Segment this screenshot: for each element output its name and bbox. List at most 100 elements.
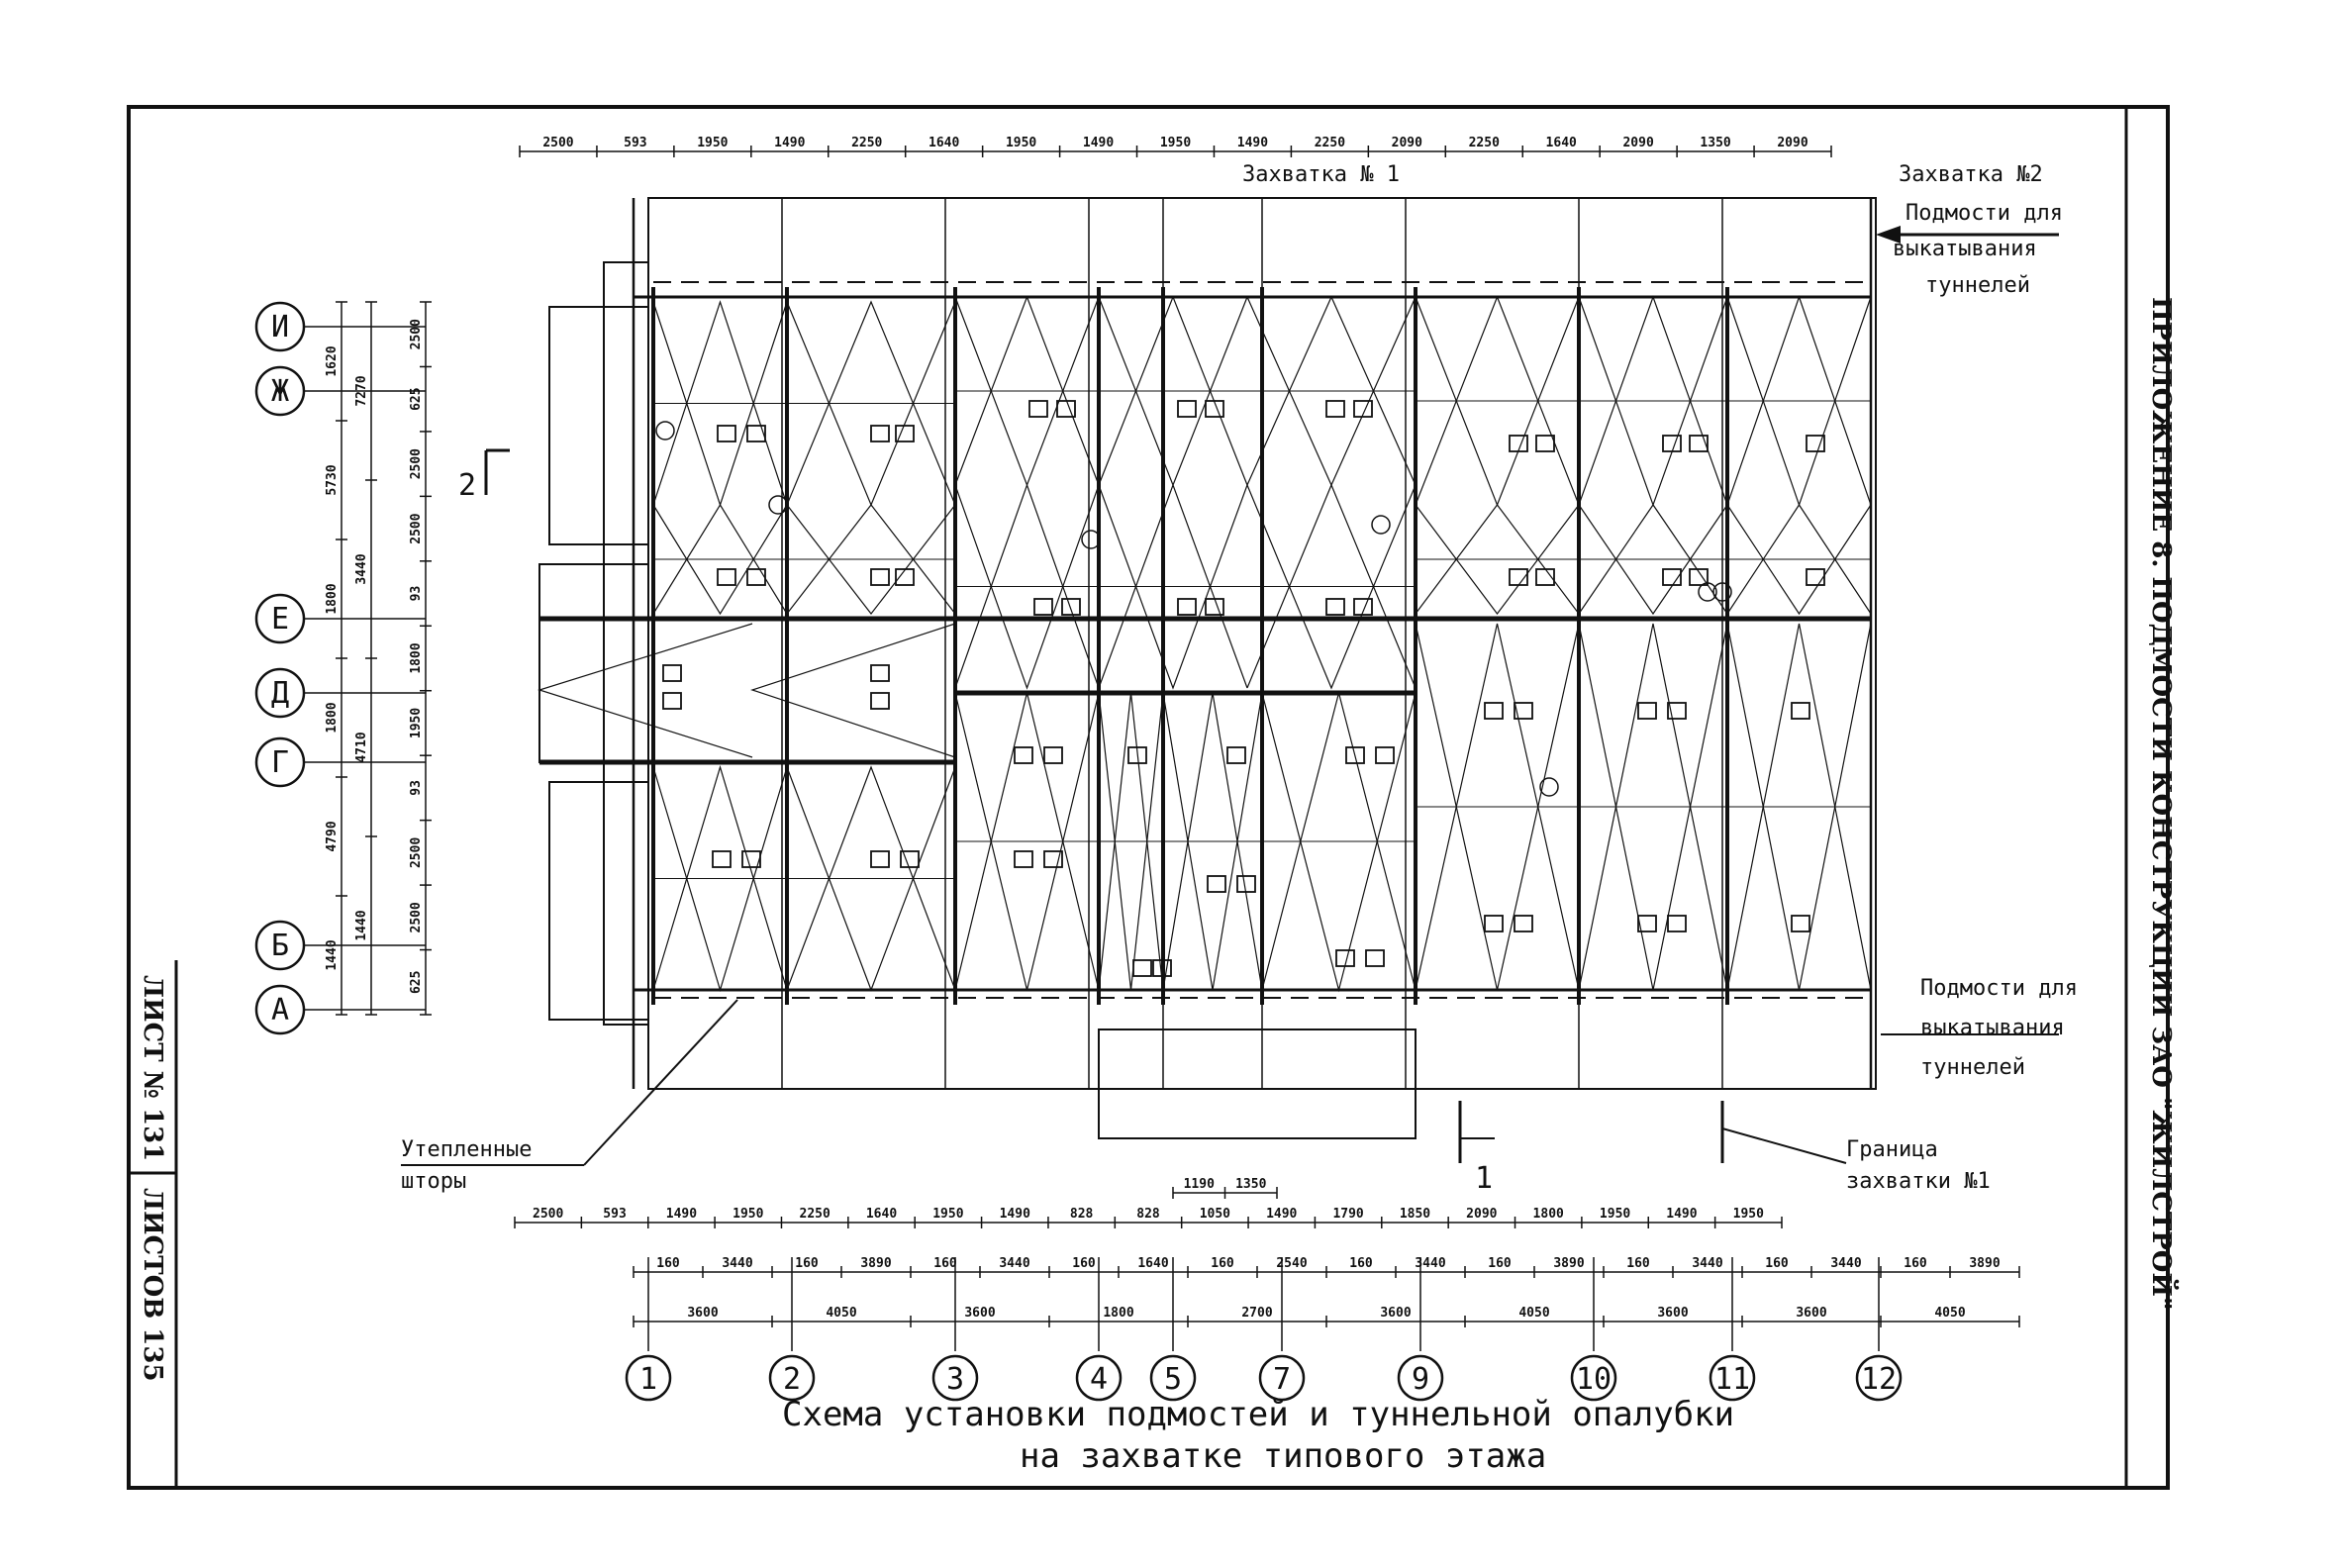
formwork-marker-box: [1484, 702, 1504, 720]
bottom-dim-2-value: 160: [656, 1256, 680, 1271]
row-axis-label: И: [271, 310, 289, 344]
formwork-marker-box: [1365, 949, 1385, 967]
bottom-dim-1-value: 2500: [533, 1207, 563, 1222]
formwork-panel: [786, 504, 956, 615]
bottom-dim-2-value: 3440: [999, 1256, 1029, 1271]
formwork-panel: [1415, 504, 1580, 615]
corridor-formwork: [537, 623, 753, 758]
formwork-panel: [1415, 623, 1580, 991]
formwork-panel: [1098, 692, 1164, 991]
bottom-dim-1-value: 1490: [666, 1207, 697, 1222]
bottom-dim-3-value: 4050: [1934, 1306, 1965, 1321]
bottom-dim-1-value: 1800: [1533, 1207, 1564, 1222]
formwork-marker-box: [870, 425, 890, 442]
left-dim-inner-value: 625: [409, 971, 424, 994]
formwork-panel: [1726, 295, 1872, 506]
scaffold-bottom-line3: туннелей: [1920, 1055, 2025, 1080]
formwork-marker-box: [1375, 746, 1395, 764]
formwork-panel: [1415, 504, 1580, 615]
column-axis-bubble: [1258, 1354, 1306, 1402]
bottom-dim-3-value: 3600: [964, 1306, 995, 1321]
bottom-dim-1-value: 1950: [1733, 1207, 1764, 1222]
top-dim-value: 1490: [1083, 136, 1114, 150]
formwork-marker-box: [1014, 850, 1033, 868]
bottom-dim-3-value: 3600: [1657, 1306, 1688, 1321]
formwork-panel: [1726, 623, 1872, 991]
column-axis-label: 1: [639, 1362, 657, 1397]
bottom-dim-2-value: 160: [1072, 1256, 1096, 1271]
top-dim-value: 1950: [1160, 136, 1191, 150]
sheet-label: ЛИСТ № 131: [138, 975, 167, 1161]
bottom-dim-2-value: 160: [1488, 1256, 1512, 1271]
boundary-line2: захватки №1: [1846, 1169, 1991, 1194]
section-1-label: 1: [1475, 1161, 1493, 1196]
formwork-panel: [954, 295, 1100, 486]
formwork-panel: [1415, 623, 1580, 991]
bottom-dim-1-value: 1490: [1266, 1207, 1297, 1222]
formwork-marker-box: [1662, 435, 1682, 452]
scaffold-top-line1: Подмости для: [1905, 201, 2063, 226]
left-dim-inner-value: 1950: [409, 708, 424, 738]
sheet-number-block: ЛИСТ № 131: [138, 975, 167, 1161]
bottom-dim-3-value: 1800: [1103, 1306, 1133, 1321]
formwork-marker-box: [746, 568, 766, 586]
formwork-marker-box: [1325, 400, 1345, 418]
formwork-marker-box: [895, 425, 915, 442]
formwork-panel: [786, 300, 956, 506]
formwork-panel: [1726, 504, 1872, 616]
top-dim-value: 1490: [774, 136, 805, 150]
formwork-marker-box: [1637, 702, 1657, 720]
formwork-marker-box: [1127, 746, 1147, 764]
bottom-dim-2-value: 160: [1349, 1256, 1373, 1271]
scaffold-bottom-line2: выкатывания: [1920, 1016, 2065, 1040]
bottom-dim-1-value: 828: [1070, 1207, 1094, 1222]
bottom-dim-1-value: 1790: [1332, 1207, 1363, 1222]
formwork-panel: [786, 765, 956, 991]
bottom-dim-2-value: 3440: [1415, 1256, 1445, 1271]
left-dim-mid-value: 4710: [354, 732, 369, 762]
formwork-marker-box: [870, 850, 890, 868]
formwork-marker-box: [1509, 568, 1528, 586]
row-axis-label: Ж: [271, 374, 289, 409]
bottom-dim-1-value: 2250: [800, 1207, 831, 1222]
bottom-dim-2-value: 2540: [1276, 1256, 1307, 1271]
column-axis-label: 5: [1164, 1362, 1182, 1397]
section-2-mark: 2: [458, 448, 510, 503]
bottom-dim-3-value: 3600: [687, 1306, 718, 1321]
bottom-dim-2-value: 160: [933, 1256, 957, 1271]
left-dim-outer-value: 4790: [325, 821, 340, 851]
left-dim-inner-value: 2500: [409, 448, 424, 479]
left-dim-inner-value: 93: [409, 780, 424, 796]
bottom-dim-3-value: 4050: [826, 1306, 856, 1321]
column-axis-label: 7: [1273, 1362, 1291, 1397]
formwork-panel: [1162, 692, 1263, 991]
formwork-marker-box: [1177, 598, 1197, 616]
bottom-dim-2-value: 3440: [1830, 1256, 1861, 1271]
top-dim-value: 2090: [1392, 136, 1422, 150]
bottom-dim-2-value: 1640: [1137, 1256, 1168, 1271]
formwork-marker-box: [1353, 598, 1373, 616]
zone2-label: Захватка №2: [1899, 162, 2043, 187]
formwork-marker-box: [1033, 598, 1053, 616]
left-dim-inner-value: 1800: [409, 642, 424, 673]
bottom-dim-1-value: 2090: [1466, 1207, 1497, 1222]
formwork-panel: [652, 504, 788, 616]
anchor-symbol: [1698, 582, 1717, 602]
curtains-line1: Утепленные: [401, 1137, 532, 1162]
bottom-dim-3-value: 2700: [1241, 1306, 1272, 1321]
bottom-dim-2-value: 160: [1211, 1256, 1234, 1271]
formwork-panel: [1261, 692, 1417, 993]
formwork-panel: [1726, 503, 1872, 615]
formwork-panel: [1098, 484, 1248, 690]
anchor-symbol: [1712, 582, 1732, 602]
column-axis-label: 2: [783, 1362, 801, 1397]
formwork-panel: [1098, 295, 1248, 486]
bottom-dim-1-value: 828: [1136, 1207, 1160, 1222]
bottom-dim-2-value: 160: [795, 1256, 819, 1271]
scaffold-top-line3: туннелей: [1925, 273, 2030, 298]
column-axis-bubble: [768, 1354, 816, 1402]
formwork-marker-box: [1514, 702, 1533, 720]
formwork-marker-box: [1667, 915, 1687, 932]
boundary-line1: Граница: [1846, 1137, 1938, 1162]
